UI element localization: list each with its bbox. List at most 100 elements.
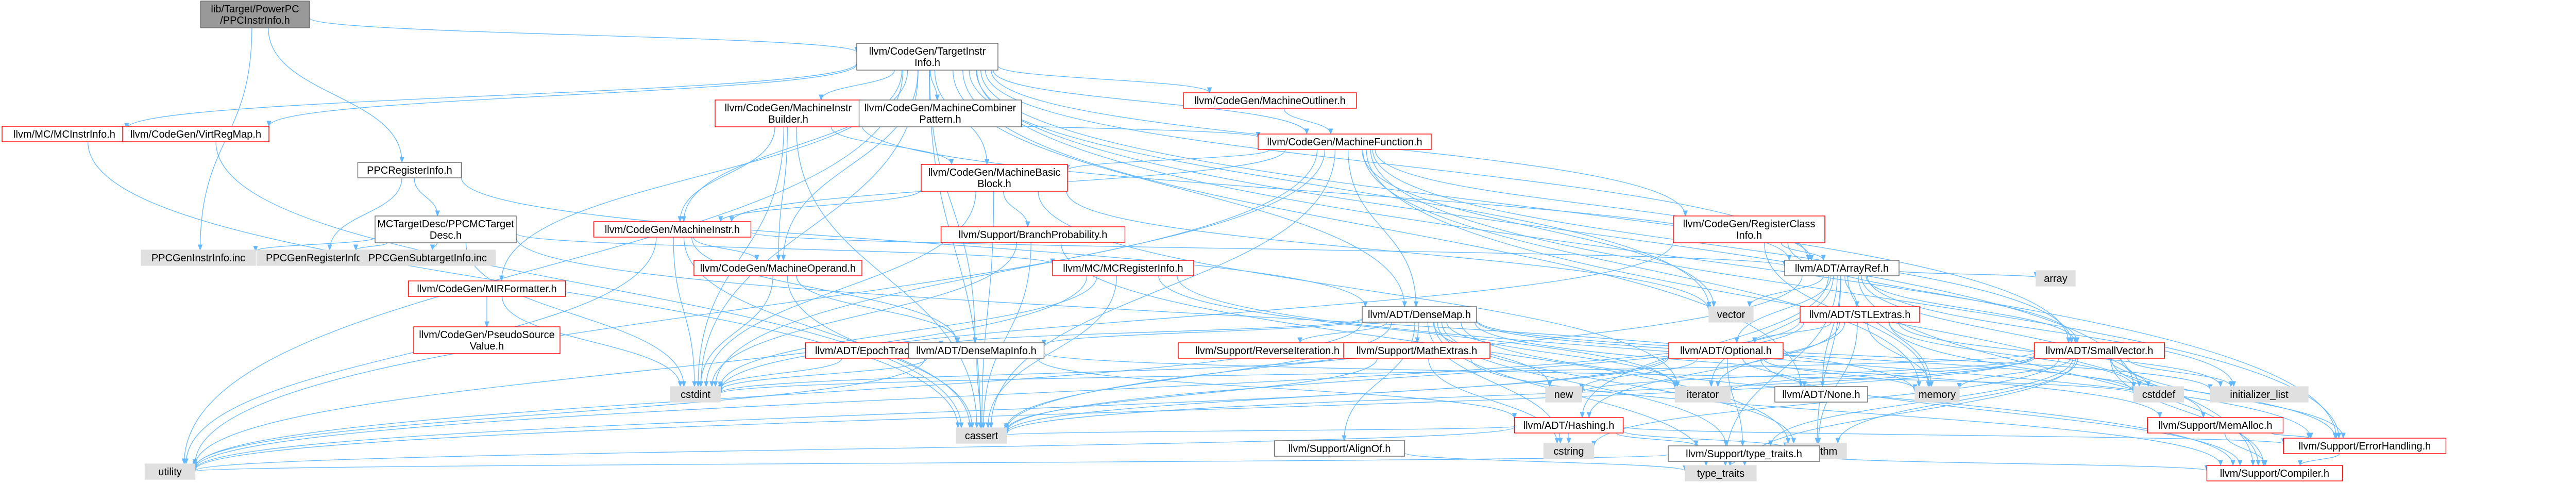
node-densemapinfo[interactable]: llvm/ADT/DenseMapInfo.h — [908, 342, 1045, 359]
node-memory[interactable]: memory — [1914, 386, 1960, 403]
node-box — [2206, 465, 2343, 481]
node-label-line: PPCGenRegisterInfo.inc — [266, 253, 378, 264]
node-cstring[interactable]: cstring — [1543, 443, 1595, 459]
node-initlist[interactable]: initializer_list — [2210, 386, 2309, 403]
edge-arrayref-to-algorithm — [1815, 275, 1841, 444]
node-label-line: llvm/Support/MathExtras.h — [1357, 345, 1478, 357]
edge-arrayref-to-array — [1899, 270, 2039, 278]
node-utility[interactable]: utility — [144, 463, 196, 480]
edge-tii-to-smallvector — [980, 70, 2071, 344]
node-cstdint[interactable]: cstdint — [670, 386, 721, 403]
node-stlextras[interactable]: llvm/ADT/STLExtras.h — [1800, 306, 1920, 323]
node-mathextras[interactable]: llvm/Support/MathExtras.h — [1343, 342, 1490, 359]
node-alignof[interactable]: llvm/Support/AlignOf.h — [1274, 440, 1405, 457]
edge-virtregmap-to-cassert — [215, 141, 964, 429]
edge-mf-to-cstdint — [713, 149, 1326, 388]
node-mf[interactable]: llvm/CodeGen/MachineFunction.h — [1258, 134, 1432, 150]
node-box — [940, 226, 1126, 243]
node-array[interactable]: array — [2036, 270, 2076, 287]
node-densemap[interactable]: llvm/ADT/DenseMap.h — [1362, 306, 1477, 323]
node-box — [1914, 386, 1960, 403]
node-box — [2, 126, 127, 142]
node-mirformatter[interactable]: llvm/CodeGen/MIRFormatter.h — [408, 280, 566, 297]
node-branchprob[interactable]: llvm/Support/BranchProbability.h — [940, 226, 1126, 243]
node-box — [1708, 306, 1754, 323]
node-outliner[interactable]: llvm/CodeGen/MachineOutliner.h — [1183, 92, 1357, 109]
node-label-line: MCTargetDesc/PPCMCTarget — [377, 219, 514, 230]
node-memalloc[interactable]: llvm/Support/MemAlloc.h — [2147, 417, 2284, 434]
node-label-line: Pattern.h — [919, 114, 961, 125]
node-reverseiter[interactable]: llvm/Support/ReverseIteration.h — [1178, 342, 1357, 359]
edge-mf-to-arrayref — [1375, 149, 1814, 261]
node-ppcgeninstrinfo[interactable]: PPCGenInstrInfo.inc — [141, 249, 256, 266]
node-box — [956, 427, 1007, 444]
node-label-line: initializer_list — [2230, 389, 2289, 401]
edge-stlextras-to-errorhandling — [1889, 322, 2337, 439]
node-virtregmap[interactable]: llvm/CodeGen/VirtRegMap.h — [122, 126, 269, 142]
edge-mcdesc-to-ppcgeninstrinfo — [253, 237, 376, 252]
edge-tii-to-outliner — [997, 65, 1212, 94]
node-vector[interactable]: vector — [1708, 306, 1754, 323]
node-label-line: llvm/CodeGen/MachineInstr — [725, 103, 852, 114]
edge-mf-to-memory — [1362, 149, 1922, 388]
node-errorhandling[interactable]: llvm/Support/ErrorHandling.h — [2283, 438, 2447, 454]
node-iterator[interactable]: iterator — [1674, 386, 1731, 403]
node-box — [1362, 306, 1477, 323]
node-label-line: Info.h — [914, 57, 940, 69]
node-arrayref[interactable]: llvm/ADT/ArrayRef.h — [1784, 260, 1900, 276]
edge-smallvector-to-memory — [1957, 358, 2072, 389]
node-cassert[interactable]: cassert — [956, 427, 1007, 444]
edge-mcreginfo-to-cstdint — [718, 275, 1097, 388]
node-ppcgensubtarget[interactable]: PPCGenSubtargetInfo.inc — [359, 249, 496, 266]
node-label-line: cstddef — [2142, 389, 2176, 401]
edge-memalloc-to-compiler — [2224, 432, 2268, 467]
node-compiler[interactable]: llvm/Support/Compiler.h — [2206, 465, 2343, 481]
node-hashing[interactable]: llvm/ADT/Hashing.h — [1514, 417, 1624, 434]
node-ppcreginfo[interactable]: PPCRegisterInfo.h — [357, 162, 462, 178]
node-ppcinstrinfo[interactable]: lib/Target/PowerPC/PPCInstrInfo.h — [200, 1, 310, 28]
edge-arrayref-to-optional — [1734, 275, 1832, 344]
node-mcinstrinfo[interactable]: llvm/MC/MCInstrInfo.h — [2, 126, 127, 142]
node-typetraitsstd[interactable]: type_traits — [1685, 465, 1757, 481]
edge-tii-to-mcinstrinfo — [124, 63, 857, 129]
node-label-line: iterator — [1687, 389, 1719, 401]
edge-hashing-to-errorhandling — [1622, 426, 2286, 445]
node-label-line: utility — [158, 467, 182, 478]
node-label-line: llvm/CodeGen/MachineOutliner.h — [1194, 95, 1345, 107]
edge-alignof-to-typetraitsstd — [1404, 452, 1688, 472]
node-smallvector[interactable]: llvm/ADT/SmallVector.h — [2033, 342, 2165, 359]
edge-densemap-to-initlist — [1476, 320, 2213, 391]
edge-minstr-to-densemapinfo — [691, 237, 959, 344]
node-mop[interactable]: llvm/CodeGen/MachineOperand.h — [693, 260, 862, 276]
node-label-line: llvm/CodeGen/RegisterClass — [1683, 219, 1816, 230]
node-box — [408, 280, 566, 297]
node-cstddef[interactable]: cstddef — [2133, 386, 2184, 403]
node-box — [693, 260, 862, 276]
edge-mcreginfo-to-iterator — [1158, 275, 1678, 389]
edge-arrayref-to-stlextras — [1844, 275, 1859, 308]
node-optional[interactable]: llvm/ADT/Optional.h — [1668, 342, 1784, 359]
node-label-line: llvm/CodeGen/PseudoSource — [419, 329, 554, 341]
edge-minstr-to-arrayref — [750, 231, 1787, 267]
edge-mop-to-cstdint — [698, 275, 773, 388]
node-new[interactable]: new — [1545, 386, 1582, 403]
node-box — [2210, 386, 2309, 403]
node-box — [375, 215, 517, 243]
node-mcreginfo[interactable]: llvm/MC/MCRegisterInfo.h — [1052, 260, 1194, 276]
edge-mcreginfo-to-cassert — [986, 275, 1117, 429]
node-box — [141, 249, 256, 266]
node-none[interactable]: llvm/ADT/None.h — [1774, 386, 1868, 403]
node-label-line: llvm/MC/MCInstrInfo.h — [13, 129, 115, 140]
edge-arrayref-to-none — [1820, 275, 1841, 388]
node-typetraits[interactable]: llvm/Support/type_traits.h — [1668, 445, 1820, 462]
edge-ppcreginfo-to-mcdesc — [414, 177, 440, 217]
node-minstr[interactable]: llvm/CodeGen/MachineInstr.h — [593, 221, 752, 238]
